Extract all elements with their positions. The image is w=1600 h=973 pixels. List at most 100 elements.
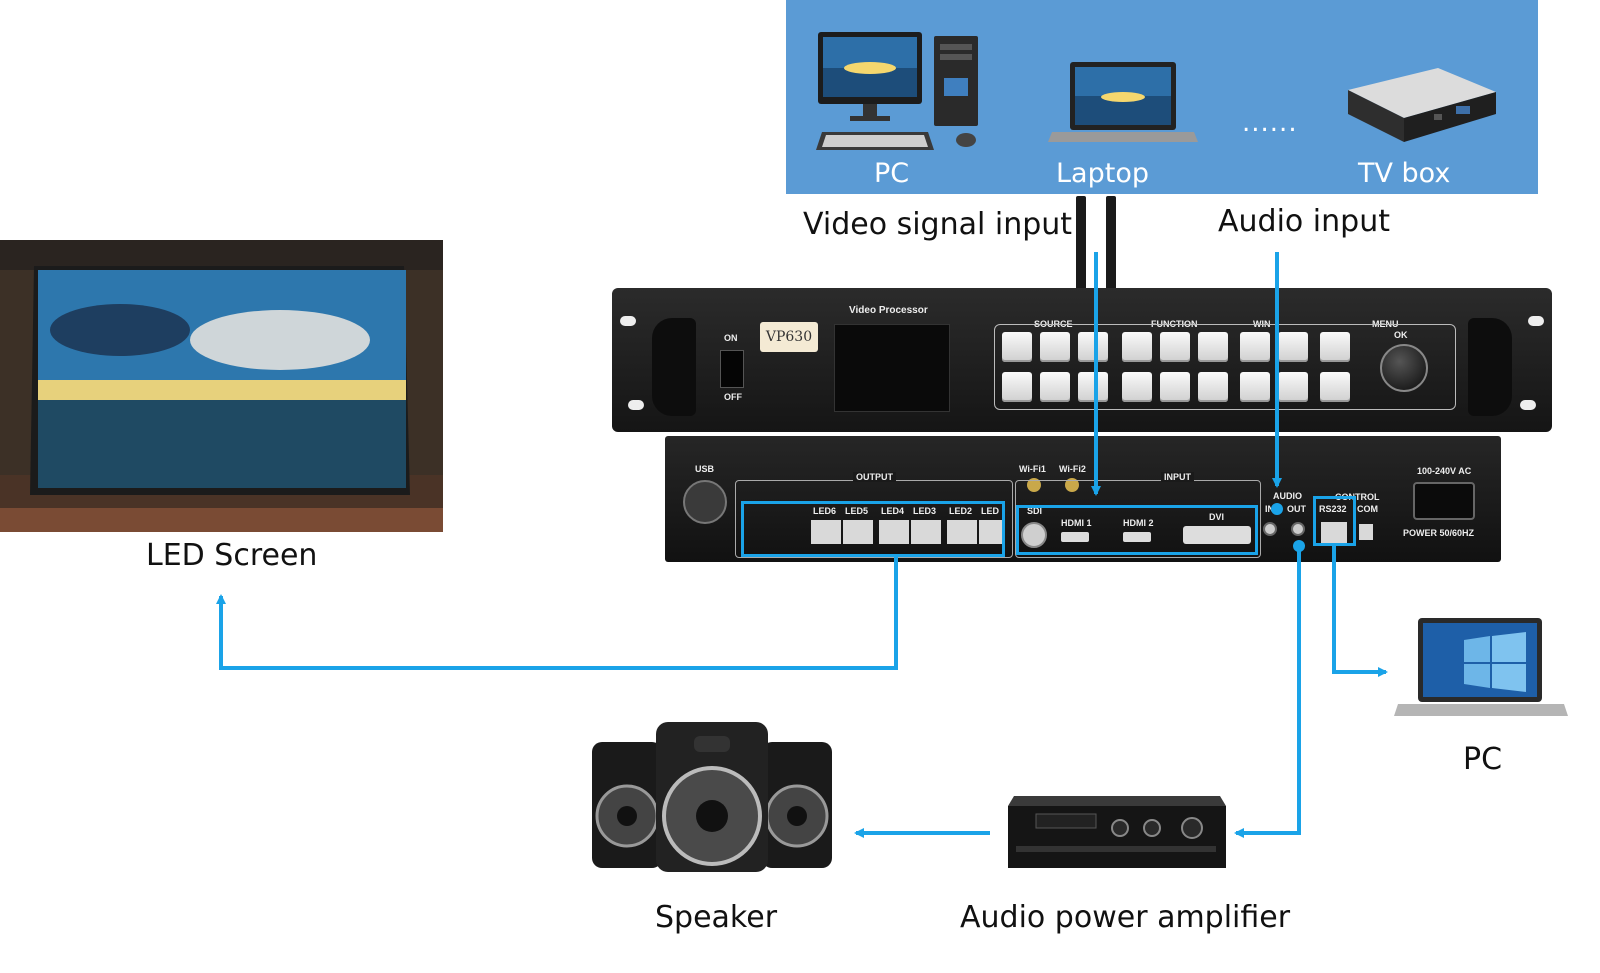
lcd-display [834, 324, 950, 412]
function-button-5[interactable] [1160, 372, 1190, 402]
rs232-highlight [1313, 496, 1356, 546]
laptop-source-label: Laptop [1056, 158, 1149, 189]
source-button-2[interactable] [1040, 332, 1070, 362]
menu-button-1[interactable] [1320, 332, 1350, 362]
more-sources-ellipsis: ...... [1242, 108, 1298, 138]
input-sources-panel: ...... PC Laptop TV box [786, 0, 1538, 194]
function-button-2[interactable] [1160, 332, 1190, 362]
win-button-4[interactable] [1278, 372, 1308, 402]
led2-port-label: LED2 [949, 506, 973, 516]
sdi-port[interactable] [1021, 522, 1047, 548]
source-button-5[interactable] [1040, 372, 1070, 402]
led6-port-label: LED6 [813, 506, 837, 516]
usb-port[interactable] [683, 480, 727, 524]
sdi-label: SDI [1027, 506, 1043, 516]
control-group-label: CONTROL [1335, 492, 1380, 502]
audio-out-dot [1293, 540, 1305, 552]
win-button-3[interactable] [1240, 372, 1270, 402]
menu-button-2[interactable] [1320, 372, 1350, 402]
dvi-label: DVI [1209, 512, 1225, 522]
wifi1-label: Wi-Fi1 [1019, 464, 1046, 474]
function-button-4[interactable] [1122, 372, 1152, 402]
function-button-1[interactable] [1122, 332, 1152, 362]
hdmi2-port[interactable] [1123, 532, 1151, 542]
rs232-to-pc-arrow [1332, 546, 1388, 677]
desktop-pc-icon [816, 32, 978, 150]
audio-out-jack[interactable] [1291, 522, 1305, 536]
output-ports-highlight [741, 501, 1005, 557]
antenna-left [1076, 196, 1086, 292]
usb-label: USB [695, 464, 715, 474]
wifi1-antenna-port[interactable] [1027, 478, 1041, 492]
speakers-icon [592, 722, 832, 872]
mount-hole-left-bottom [628, 400, 644, 410]
device-title: Video Processor [849, 305, 928, 316]
function-button-6[interactable] [1198, 372, 1228, 402]
power-switch[interactable] [720, 350, 744, 388]
power-rating-label: 100-240V AC [1417, 466, 1472, 476]
wifi2-label: Wi-Fi2 [1059, 464, 1086, 474]
source-button-4[interactable] [1002, 372, 1032, 402]
audio-in-jack[interactable] [1263, 522, 1277, 536]
input-group-frame [1015, 480, 1261, 558]
rs232-label: RS232 [1319, 504, 1347, 514]
laptop-icon [1048, 62, 1198, 142]
audio-group-label: AUDIO [1273, 491, 1302, 501]
led-screen-illustration [0, 240, 443, 532]
tvbox-source-label: TV box [1358, 158, 1451, 189]
led6-port[interactable] [811, 520, 841, 544]
model-badge: VP630 [760, 322, 818, 352]
led2-port[interactable] [947, 520, 977, 544]
hdmi1-port[interactable] [1061, 532, 1089, 542]
tv-box-icon [1348, 68, 1496, 142]
source-button-6[interactable] [1078, 372, 1108, 402]
audio-amplifier-caption: Audio power amplifier [960, 900, 1291, 935]
source-button-1[interactable] [1002, 332, 1032, 362]
pc-source-label: PC [874, 158, 910, 189]
led-screen-photo [0, 240, 443, 532]
power-label: POWER 50/60HZ [1403, 528, 1475, 538]
led5-port[interactable] [843, 520, 873, 544]
led4-port-label: LED4 [881, 506, 905, 516]
power-socket[interactable] [1413, 482, 1475, 520]
win-button-2[interactable] [1278, 332, 1308, 362]
output-to-led-screen-arrow [216, 557, 898, 670]
hdmi2-label: HDMI 2 [1123, 518, 1154, 528]
ok-label: OK [1394, 330, 1408, 340]
led-screen-caption: LED Screen [146, 538, 318, 573]
video-processor-rear-panel: USB OUTPUT LED6 LED5 LED4 LED3 LED2 LED … [665, 436, 1501, 562]
audio-amplifier-icon [1008, 796, 1226, 868]
audio-out-label: OUT [1287, 504, 1306, 514]
com-port[interactable] [1359, 524, 1373, 540]
rack-ear-right [1468, 318, 1512, 416]
led5-port-label: LED5 [845, 506, 869, 516]
source-button-3[interactable] [1078, 332, 1108, 362]
audio-input-dot [1271, 503, 1283, 515]
speaker-caption: Speaker [655, 900, 778, 935]
led1-port[interactable] [979, 520, 1005, 544]
input-group-label: INPUT [1161, 472, 1194, 482]
button-panel-frame [994, 324, 1456, 410]
hdmi1-label: HDMI 1 [1061, 518, 1092, 528]
com-label: COM [1357, 504, 1378, 514]
function-button-3[interactable] [1198, 332, 1228, 362]
led3-port-label: LED3 [913, 506, 937, 516]
dvi-port[interactable] [1183, 526, 1251, 544]
wifi2-antenna-port[interactable] [1065, 478, 1079, 492]
on-label: ON [724, 333, 738, 343]
rs232-port[interactable] [1321, 522, 1347, 544]
input-ports-highlight [1016, 505, 1258, 555]
mount-hole-left [620, 316, 636, 326]
led4-port[interactable] [879, 520, 909, 544]
menu-knob[interactable] [1380, 344, 1428, 392]
rack-ear-left [652, 318, 696, 416]
mount-hole-right [1528, 316, 1544, 326]
win-button-1[interactable] [1240, 332, 1270, 362]
audio-out-to-amplifier-arrow [1234, 547, 1301, 838]
led1-port-label: LED [981, 506, 999, 516]
video-processor-front-panel: ON OFF VP630 Video Processor SOURCE FUNC… [612, 288, 1552, 432]
audio-in-label: IN [1265, 504, 1274, 514]
led3-port[interactable] [911, 520, 941, 544]
mount-hole-right-bottom [1520, 400, 1536, 410]
